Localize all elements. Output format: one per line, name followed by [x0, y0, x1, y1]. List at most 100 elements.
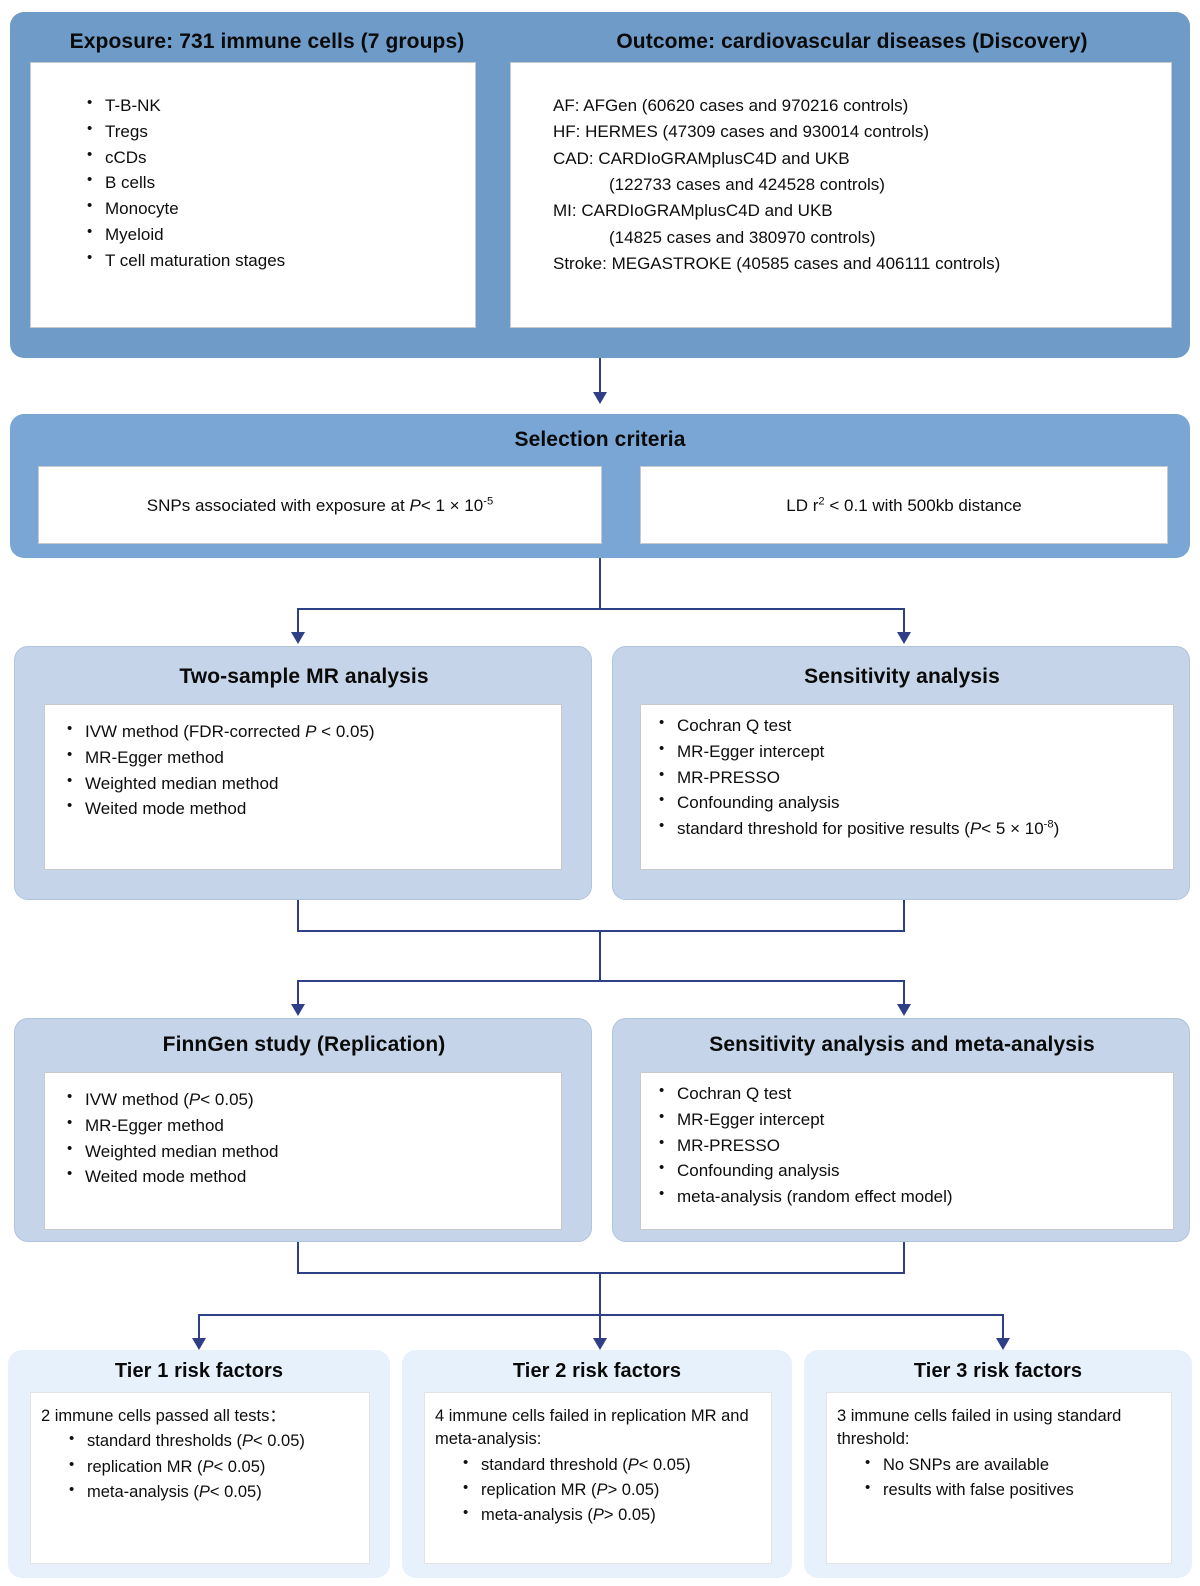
tier1-panel: 2 immune cells passed all tests：standard… [30, 1392, 370, 1564]
list-item: Cochran Q test [655, 1080, 1173, 1107]
list-item: Cochran Q test [655, 712, 1173, 739]
mr-analysis-title: Two-sample MR analysis [179, 665, 429, 688]
list-item: Monocyte [83, 195, 475, 222]
exposure-list: T-B-NKTregscCDsB cellsMonocyteMyeloidT c… [31, 63, 475, 274]
tier3-title: Tier 3 risk factors [913, 1360, 1083, 1382]
list-item: MR-Egger method [63, 744, 561, 771]
list-item: meta-analysis (random effect model) [655, 1183, 1173, 1210]
connector-row3-merge-bus [297, 1272, 905, 1274]
arrowhead-tier1 [192, 1338, 206, 1350]
list-item: meta-analysis (P< 0.05) [63, 1479, 361, 1505]
list-item: standard threshold (P< 0.05) [457, 1452, 763, 1478]
connector-selection-right-drop [903, 608, 905, 638]
finngen-title: FinnGen study (Replication) [162, 1033, 446, 1056]
connector-row3-right-drop [903, 980, 905, 1010]
list-item: IVW method (P< 0.05) [63, 1086, 561, 1113]
tier2-title: Tier 2 risk factors [512, 1360, 682, 1382]
connector-row2-stem [599, 930, 601, 982]
tier-lead-text: 3 immune cells failed in using standard … [837, 1407, 1122, 1449]
outcome-line: AF: AFGen (60620 cases and 970216 contro… [553, 96, 909, 115]
tier1-title: Tier 1 risk factors [114, 1360, 284, 1382]
exposure-panel: T-B-NKTregscCDsB cellsMonocyteMyeloidT c… [30, 62, 476, 328]
connector-selection-stem [599, 558, 601, 610]
list-item: MR-PRESSO [655, 764, 1173, 791]
outcome-line: MI: CARDIoGRAMplusC4D and UKB [553, 201, 833, 221]
list-item: MR-Egger method [63, 1112, 561, 1139]
list-item: results with false positives [859, 1477, 1163, 1503]
list-item: Confounding analysis [655, 789, 1173, 816]
list-item: MR-PRESSO [655, 1132, 1173, 1159]
tier-lead-text: 4 immune cells failed in replication MR … [435, 1407, 749, 1449]
tier3-panel: 3 immune cells failed in using standard … [826, 1392, 1172, 1564]
list-item: Weighted median method [63, 1138, 561, 1165]
connector-row2-left-riser [297, 900, 299, 932]
list-item: replication MR (P> 0.05) [457, 1477, 763, 1503]
selection-panel-snps: SNPs associated with exposure at P< 1 × … [38, 466, 602, 544]
arrowhead-finngen [291, 1004, 305, 1016]
tier-criteria-list: standard threshold (P< 0.05)replication … [435, 1452, 763, 1528]
list-item: Weited mode method [63, 795, 561, 822]
finngen-list: IVW method (P< 0.05)MR-Egger methodWeigh… [45, 1073, 561, 1190]
sensitivity-analysis-panel: Cochran Q testMR-Egger interceptMR-PRESS… [640, 704, 1174, 870]
arrowhead-selection [593, 392, 607, 404]
outcome-line: (14825 cases and 380970 controls) [609, 227, 876, 247]
outcome-line: (122733 cases and 424528 controls) [609, 175, 885, 195]
meta-analysis-list: Cochran Q testMR-Egger interceptMR-PRESS… [641, 1073, 1173, 1210]
finngen-panel: IVW method (P< 0.05)MR-Egger methodWeigh… [44, 1072, 562, 1230]
list-item: Weited mode method [63, 1163, 561, 1190]
selection-snps-text: SNPs associated with exposure at P< 1 × … [146, 495, 494, 515]
arrowhead-tier2 [593, 1338, 607, 1350]
list-item: Tregs [83, 118, 475, 145]
connector-tier-stem [599, 1272, 601, 1316]
tier3-body: 3 immune cells failed in using standard … [827, 1393, 1171, 1503]
connector-row2-right-riser [903, 900, 905, 932]
outcome-line: Stroke: MEGASTROKE (40585 cases and 4061… [553, 254, 1001, 274]
connector-tier1-drop [198, 1314, 200, 1342]
outcome-panel: AF: AFGen (60620 cases and 970216 contro… [510, 62, 1172, 328]
connector-selection-left-drop [297, 608, 299, 638]
meta-analysis-title: Sensitivity analysis and meta-analysis [709, 1033, 1095, 1056]
list-item: T cell maturation stages [83, 247, 475, 274]
arrowhead-meta-analysis [897, 1004, 911, 1016]
list-item: MR-Egger intercept [655, 1106, 1173, 1133]
list-item: Weighted median method [63, 770, 561, 797]
connector-row3-left-riser [297, 1242, 299, 1274]
mr-analysis-list: IVW method (FDR-corrected P < 0.05)MR-Eg… [45, 705, 561, 822]
tier2-panel: 4 immune cells failed in replication MR … [424, 1392, 772, 1564]
outcome-line: HF: HERMES (47309 cases and 930014 contr… [553, 122, 930, 142]
meta-analysis-panel: Cochran Q testMR-Egger interceptMR-PRESS… [640, 1072, 1174, 1230]
list-item: B cells [83, 169, 475, 196]
selection-panel-ld: LD r2 < 0.1 with 500kb distance [640, 466, 1168, 544]
list-item: No SNPs are available [859, 1452, 1163, 1478]
list-item: Confounding analysis [655, 1157, 1173, 1184]
list-item: meta-analysis (P> 0.05) [457, 1502, 763, 1528]
outcome-title: Outcome: cardiovascular diseases (Discov… [616, 30, 1088, 53]
list-item: Myeloid [83, 221, 475, 248]
tier-criteria-list: standard thresholds (P< 0.05)replication… [41, 1428, 361, 1505]
connector-selection-bus [297, 608, 905, 610]
tier1-body: 2 immune cells passed all tests：standard… [31, 1393, 369, 1505]
arrowhead-sensitivity-analysis [897, 632, 911, 644]
list-item: standard threshold for positive results … [655, 815, 1173, 842]
selection-criteria-title: Selection criteria [514, 428, 686, 451]
exposure-title: Exposure: 731 immune cells (7 groups) [69, 30, 465, 53]
mr-analysis-panel: IVW method (FDR-corrected P < 0.05)MR-Eg… [44, 704, 562, 870]
outcome-line: CAD: CARDIoGRAMplusC4D and UKB [553, 148, 850, 168]
tier-criteria-list: No SNPs are availableresults with false … [837, 1452, 1163, 1503]
list-item: MR-Egger intercept [655, 738, 1173, 765]
list-item: replication MR (P< 0.05) [63, 1453, 361, 1480]
list-item: standard thresholds (P< 0.05) [63, 1428, 361, 1454]
selection-ld-text: LD r2 < 0.1 with 500kb distance [786, 495, 1022, 515]
connector-row2-merge-bus [297, 930, 905, 932]
arrowhead-mr-analysis [291, 632, 305, 644]
connector-tier3-drop [1002, 1314, 1004, 1342]
list-item: cCDs [83, 144, 475, 171]
connector-row3-left-drop [297, 980, 299, 1010]
sensitivity-analysis-title: Sensitivity analysis [804, 665, 1000, 688]
connector-top-to-selection [599, 358, 601, 396]
tier2-body: 4 immune cells failed in replication MR … [425, 1393, 771, 1528]
outcome-text-block: AF: AFGen (60620 cases and 970216 contro… [511, 63, 1171, 277]
arrowhead-tier3 [996, 1338, 1010, 1350]
sensitivity-analysis-list: Cochran Q testMR-Egger interceptMR-PRESS… [641, 705, 1173, 842]
